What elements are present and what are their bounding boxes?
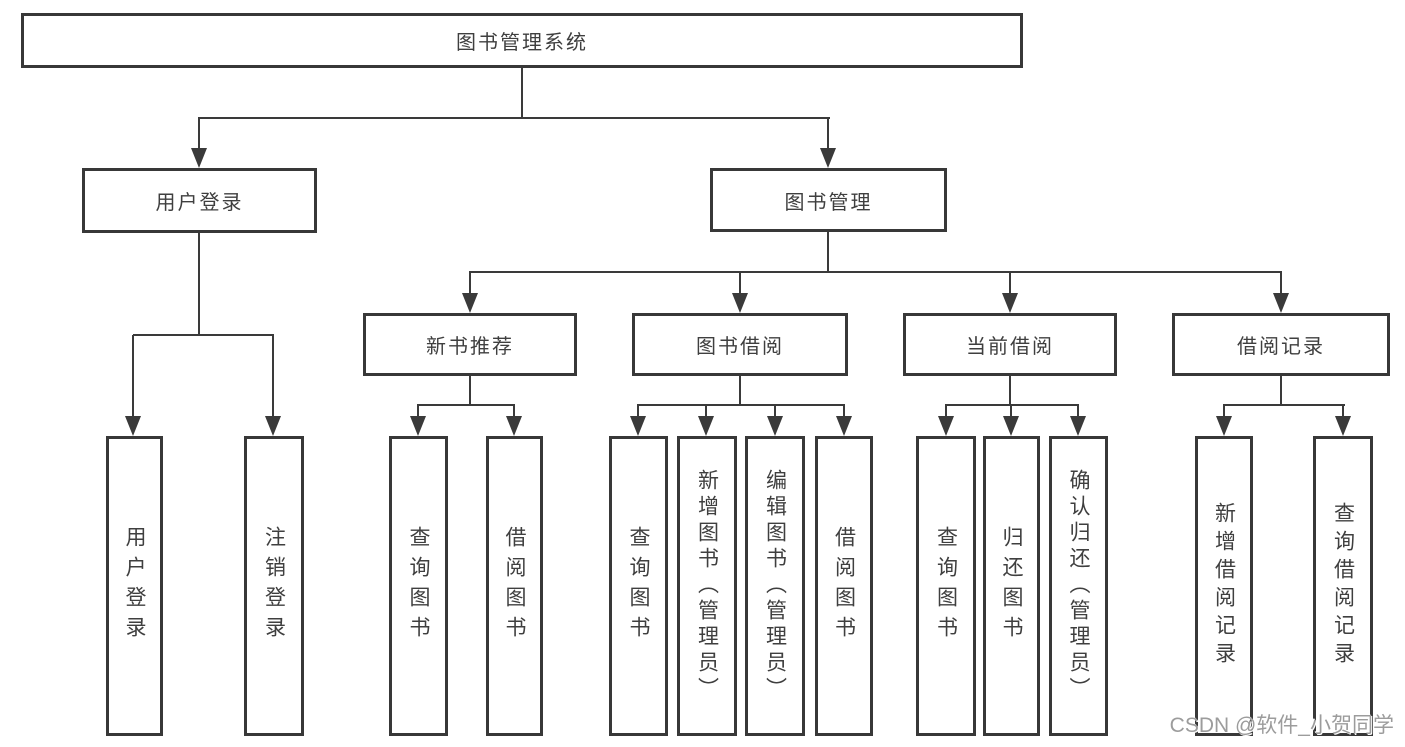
node-label: 图书管理系统 [456, 32, 588, 54]
node-new-book-recommend: 新书推荐 [363, 313, 577, 376]
arrowhead-to-leaf-logout [272, 335, 274, 416]
arrowhead-current-leaf-1 [945, 405, 947, 416]
arrowhead-to-new-book-recommend [469, 272, 471, 293]
leaf-query-books-borrow: 查询图书 [609, 436, 668, 736]
connector-current-rail [945, 404, 1079, 406]
node-label: 当前借阅 [966, 336, 1054, 358]
connector-newbook-stem [469, 376, 471, 406]
connector-userlogin-stem [198, 233, 200, 336]
connector-root-stem [521, 68, 523, 119]
connector-borrow-rail [637, 404, 845, 406]
node-label: 查询图书 [407, 526, 430, 646]
connector-current-stem [1009, 376, 1011, 406]
leaf-user-login: 用户登录 [106, 436, 163, 736]
leaf-return-books: 归还图书 [983, 436, 1040, 736]
node-label: 用户登录 [155, 192, 244, 214]
connector-borrow-stem [739, 376, 741, 406]
connector-newbook-rail [417, 404, 515, 406]
arrowhead-current-leaf-3 [1077, 405, 1079, 416]
arrowhead-to-borrowing-records [1280, 272, 1282, 293]
node-label: 编辑图书（管理员） [763, 469, 787, 703]
node-label: 借阅图书 [503, 526, 526, 646]
arrowhead-newbook-leaf-1 [417, 405, 419, 416]
node-label: 新书推荐 [426, 336, 514, 358]
arrowhead-borrow-leaf-2 [705, 405, 707, 416]
node-label: 归还图书 [1000, 526, 1023, 646]
arrowhead-borrow-leaf-1 [637, 405, 639, 416]
node-label: 新增借阅记录 [1212, 502, 1236, 670]
arrowhead-borrow-leaf-3 [774, 405, 776, 416]
node-current-borrowing: 当前借阅 [903, 313, 1117, 376]
node-label: 新增图书（管理员） [695, 469, 719, 703]
leaf-query-books-current: 查询图书 [916, 436, 976, 736]
leaf-query-borrow-record: 查询借阅记录 [1313, 436, 1373, 736]
node-label: 图书借阅 [696, 336, 784, 358]
arrowhead-newbook-leaf-2 [513, 405, 515, 416]
connector-bookmgmt-rail [469, 271, 1282, 273]
leaf-borrow-books: 借阅图书 [815, 436, 873, 736]
leaf-borrow-books-recommend: 借阅图书 [486, 436, 543, 736]
connector-records-stem [1280, 376, 1282, 406]
node-label: 用户登录 [123, 526, 146, 646]
arrowhead-to-leaf-user-login [132, 335, 134, 416]
node-label: 借阅记录 [1237, 336, 1325, 358]
node-label: 查询图书 [934, 526, 958, 646]
node-book-borrowing: 图书借阅 [632, 313, 848, 376]
node-borrowing-records: 借阅记录 [1172, 313, 1390, 376]
node-label: 图书管理 [784, 191, 873, 214]
node-label: 查询图书 [627, 526, 650, 646]
connector-records-rail [1223, 404, 1345, 406]
connector-root-rail [198, 117, 830, 119]
arrowhead-records-leaf-1 [1223, 405, 1225, 416]
leaf-add-books-admin: 新增图书（管理员） [677, 436, 737, 736]
leaf-confirm-return-admin: 确认归还（管理员） [1049, 436, 1108, 736]
connector-userlogin-rail [133, 334, 274, 336]
arrowhead-to-current-borrowing [1009, 272, 1011, 293]
node-book-management: 图书管理 [710, 168, 947, 232]
leaf-logout: 注销登录 [244, 436, 304, 736]
node-label: 借阅图书 [832, 526, 856, 646]
node-library-management-system: 图书管理系统 [21, 13, 1023, 68]
watermark: CSDN @软件_小贺同学 [1169, 714, 1394, 737]
arrowhead-to-book-management [827, 118, 829, 148]
node-user-login: 用户登录 [82, 168, 317, 233]
connector-bookmgmt-stem [827, 232, 829, 273]
arrowhead-to-book-borrowing [739, 272, 741, 293]
arrowhead-to-user-login [198, 118, 200, 148]
arrowhead-records-leaf-2 [1342, 405, 1344, 416]
node-label: 确认归还（管理员） [1067, 469, 1090, 703]
node-label: 查询借阅记录 [1331, 502, 1355, 670]
arrowhead-borrow-leaf-4 [843, 405, 845, 416]
arrowhead-current-leaf-2 [1010, 405, 1012, 416]
node-label: 注销登录 [262, 526, 286, 646]
leaf-query-books-recommend: 查询图书 [389, 436, 448, 736]
leaf-add-borrow-record: 新增借阅记录 [1195, 436, 1253, 736]
leaf-edit-books-admin: 编辑图书（管理员） [745, 436, 805, 736]
